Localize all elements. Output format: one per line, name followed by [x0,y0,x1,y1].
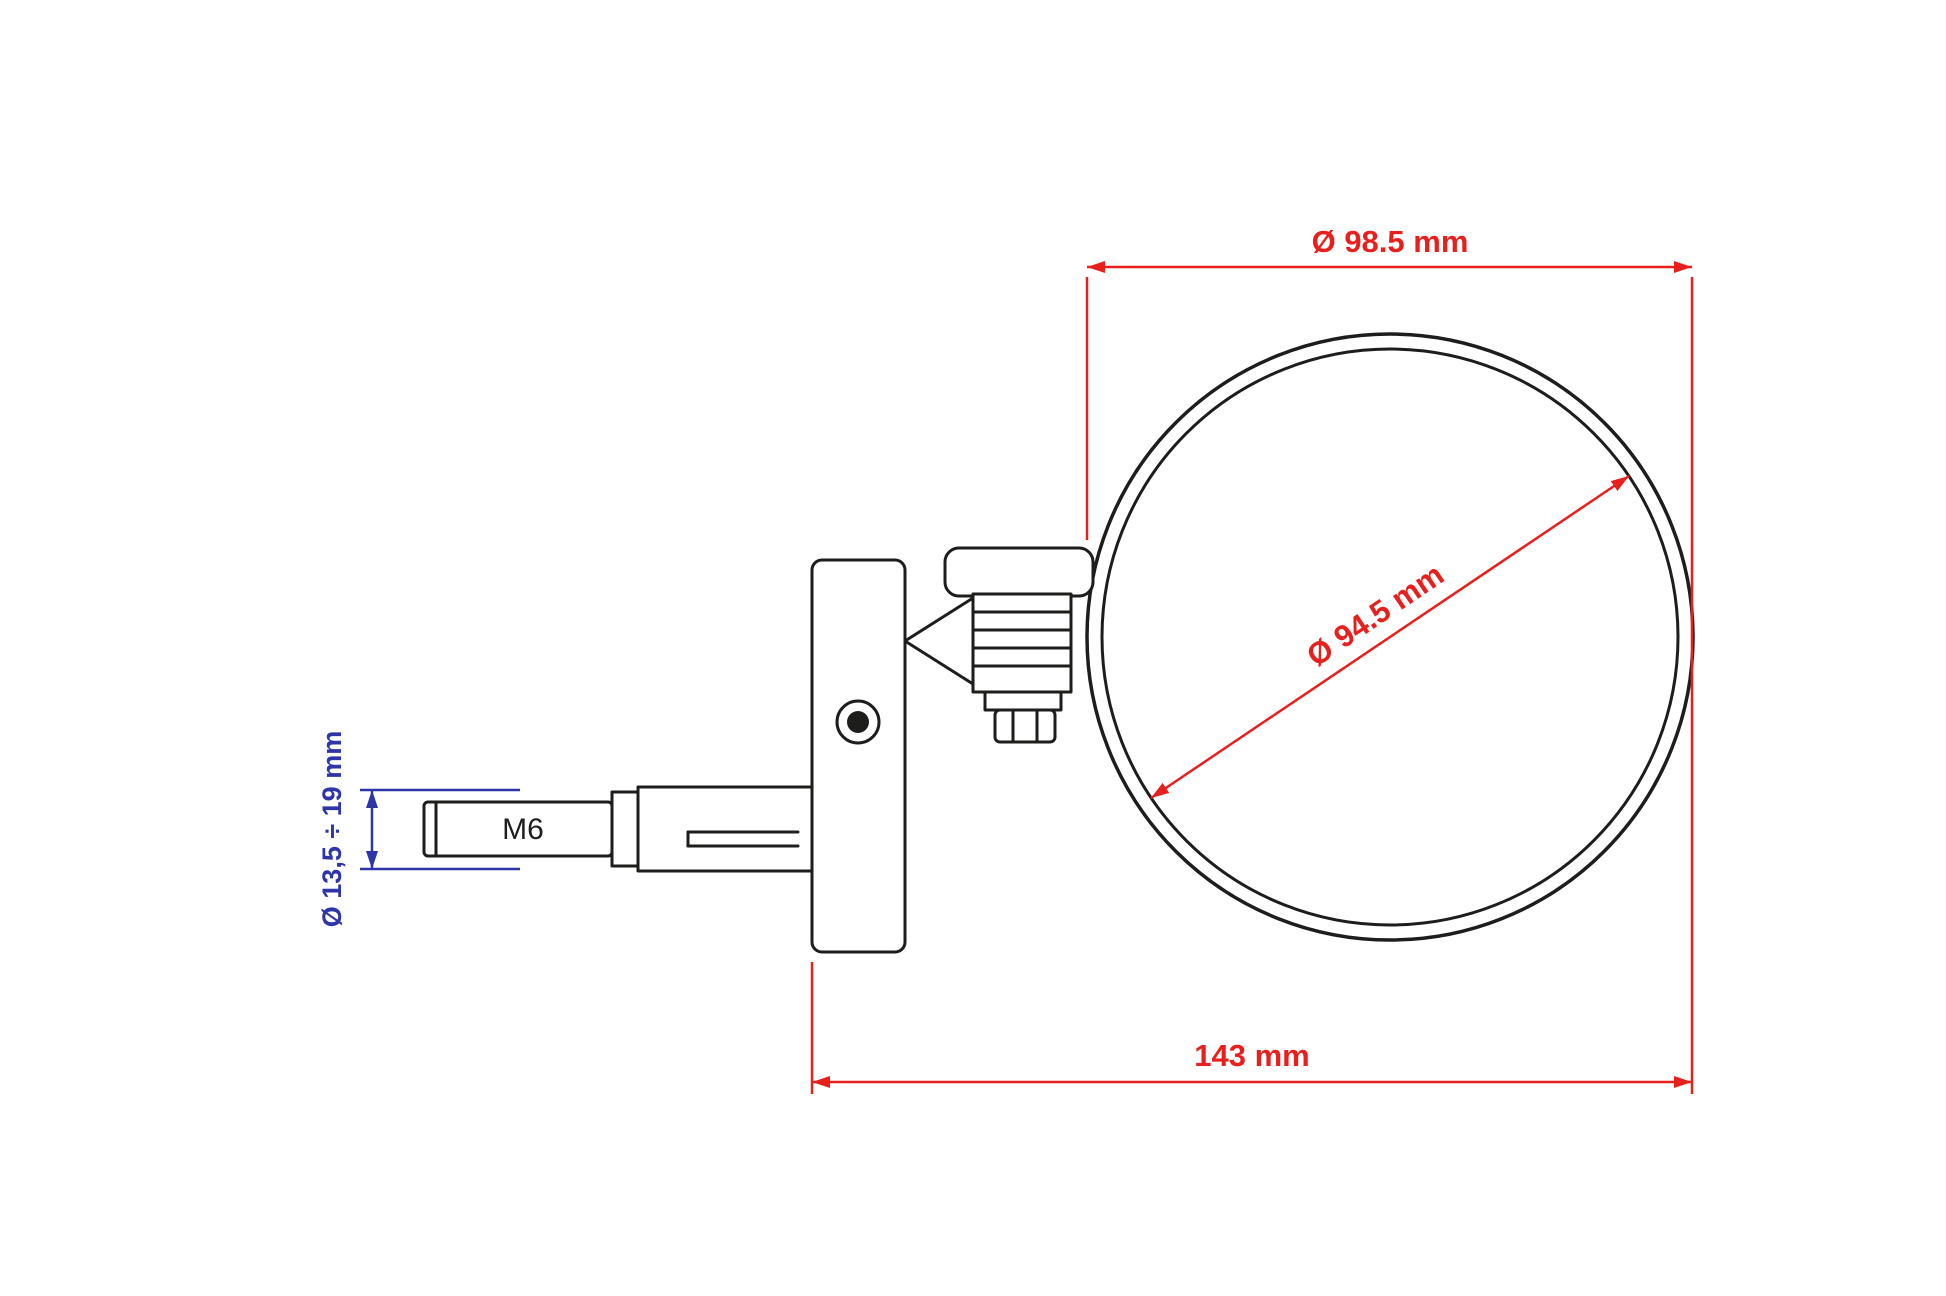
dimension-outer-diameter: Ø 98.5 mm [1085,224,1694,1094]
glass-diameter-label: Ø 94.5 mm [1300,557,1450,674]
pivot-joint [903,546,1095,744]
pivot-washer [983,690,1063,712]
hex-screw-outer [835,699,881,745]
thread-size-label: M6 [502,813,544,846]
hex-screw-inner [847,711,869,733]
dimension-glass-diameter: Ø 94.5 mm [1150,474,1630,800]
pivot-clevis [971,592,1073,694]
expander-bolt: M6 [422,785,814,873]
dimension-line-diagonal [1150,474,1630,800]
dimension-overall-length: 143 mm [810,962,1692,1094]
stem-arrow [903,596,975,686]
pivot-top-cap [943,546,1095,598]
mount-body [810,558,907,954]
mount-range-label: Ø 13,5 ÷ 19 mm [317,731,347,927]
threaded-rod [422,800,614,858]
dimension-mount-range: Ø 13,5 ÷ 19 mm [317,731,520,927]
pivot-nut [993,708,1057,744]
expander-sleeve [636,785,814,873]
outer-diameter-label: Ø 98.5 mm [1312,224,1469,259]
mirror-inner-circle [1100,347,1680,927]
overall-length-label: 143 mm [1194,1038,1309,1073]
washer-ring [610,790,640,868]
mount-body-outline [810,558,907,954]
